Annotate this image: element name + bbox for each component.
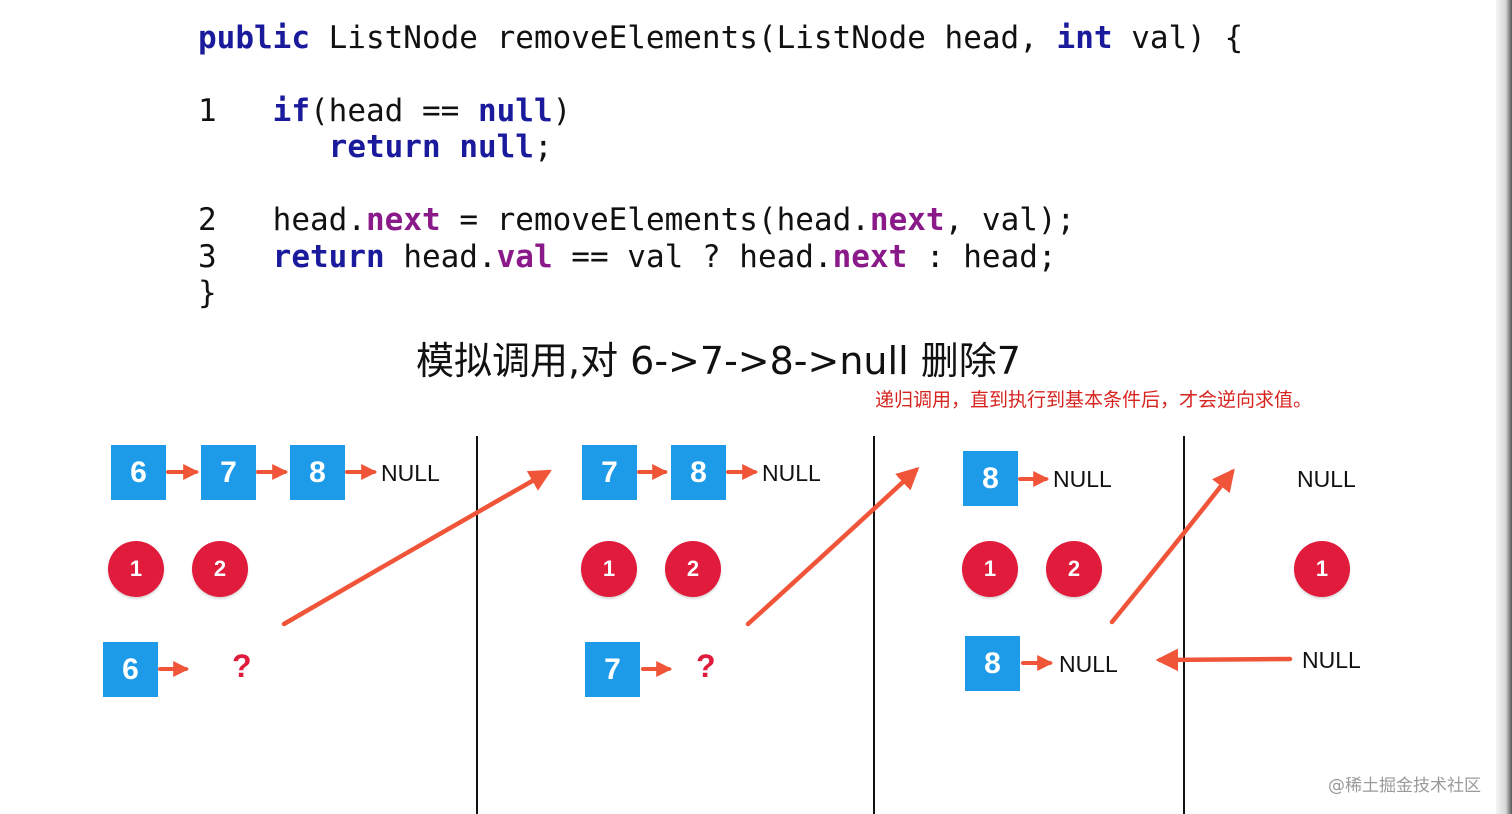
return-arrow [1155, 648, 1293, 672]
recursion-arrow [1109, 468, 1235, 625]
null-label: NULL [1053, 466, 1112, 492]
step-circle: 2 [1046, 541, 1102, 597]
panel-divider [476, 436, 478, 814]
step-circle: 2 [192, 541, 248, 597]
code-field: val [496, 239, 553, 275]
watermark: @稀土掘金技术社区 [1328, 776, 1481, 796]
line-number: 2 [198, 202, 217, 238]
null-label: NULL [1059, 651, 1118, 677]
code-text: ListNode removeElements(ListNode head, [309, 20, 1057, 56]
code-keyword: if [272, 93, 310, 129]
code-text: ) [552, 93, 572, 129]
code-line-2: 2 head.next = removeElements(head.next, … [198, 202, 1075, 238]
null-label: NULL [1302, 647, 1361, 673]
null-label: NULL [1297, 466, 1356, 492]
diagram-title: 模拟调用,对 6->7->8->null 删除7 [416, 339, 1021, 383]
step-circle: 1 [108, 541, 164, 597]
list-node: 8 [290, 445, 345, 500]
step-circle: 1 [962, 541, 1018, 597]
code-line-1: 1 if(head == null) [198, 93, 571, 129]
list-node: 8 [963, 451, 1018, 506]
null-label: NULL [381, 460, 440, 486]
list-node: 6 [111, 445, 166, 500]
code-keyword: null [477, 93, 553, 129]
null-label: NULL [762, 460, 821, 486]
list-node: 7 [201, 445, 256, 500]
code-keyword: return [328, 129, 441, 165]
code-text: ; [533, 129, 553, 165]
recursion-arrow [281, 469, 552, 627]
line-number: 1 [198, 93, 217, 129]
code-close-brace: } [198, 275, 217, 311]
code-keyword: return [272, 239, 385, 275]
code-line-1b: return null; [198, 129, 553, 165]
question-mark: ? [232, 648, 252, 684]
list-node: 8 [965, 636, 1020, 691]
code-text: == val ? head. [552, 239, 833, 275]
line-number: 3 [198, 239, 217, 275]
step-circle: 1 [581, 541, 637, 597]
code-text: , val); [944, 202, 1076, 238]
code-keyword: null [459, 129, 534, 165]
code-text: (head == [310, 93, 478, 129]
code-keyword: public [198, 20, 310, 56]
list-node: 7 [582, 445, 637, 500]
panel-divider [873, 436, 875, 814]
code-field: next [832, 239, 908, 275]
code-field: next [366, 202, 441, 238]
code-text: : head; [907, 239, 1057, 275]
code-text: head. [384, 239, 497, 275]
code-text: = removeElements(head. [440, 202, 870, 238]
annotation-note: 递归调用，直到执行到基本条件后，才会逆向求值。 [875, 389, 1313, 411]
question-mark: ? [696, 648, 716, 684]
window-edge [1496, 0, 1512, 814]
recursion-arrow [745, 466, 920, 627]
code-text: head. [272, 202, 366, 238]
list-node: 8 [671, 445, 726, 500]
code-field: next [869, 202, 945, 238]
list-node: 6 [103, 642, 158, 697]
panel-divider [1183, 436, 1185, 814]
code-keyword: int [1056, 20, 1113, 56]
code-line-3: 3 return head.val == val ? head.next : h… [198, 239, 1057, 275]
list-node: 7 [585, 642, 640, 697]
step-circle: 1 [1294, 541, 1350, 597]
step-circle: 2 [665, 541, 721, 597]
code-signature: public ListNode removeElements(ListNode … [198, 20, 1243, 56]
code-text: val) { [1112, 20, 1244, 56]
